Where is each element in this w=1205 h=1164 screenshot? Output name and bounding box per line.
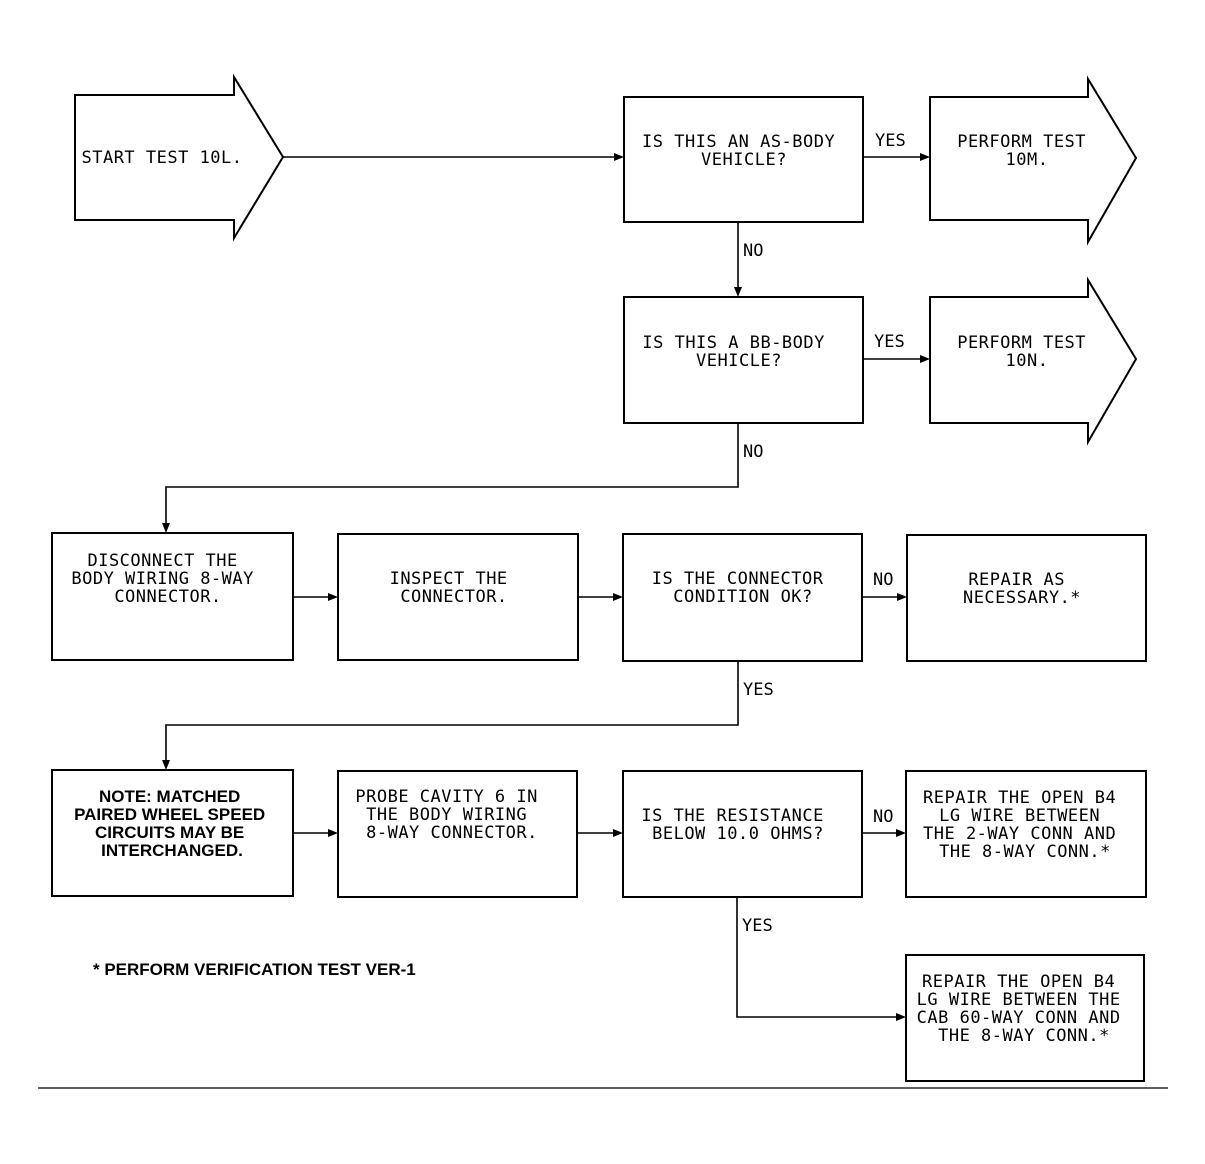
q-as-body-label: IS THIS AN AS-BODY VEHICLE?: [642, 132, 846, 170]
disconnect-box: [51, 532, 294, 661]
edge-label-yes: YES: [743, 680, 774, 700]
repair-2way-box: [905, 770, 1147, 898]
connector-q-connector-yes: [165, 661, 739, 762]
footnote: * PERFORM VERIFICATION TEST VER-1: [93, 960, 416, 979]
disconnect-label: DISCONNECT THE BODY WIRING 8-WAY CONNECT…: [71, 551, 264, 607]
probe-label: PROBE CAVITY 6 IN THE BODY WIRING 8-WAY …: [355, 787, 548, 843]
edge-label-no: NO: [873, 807, 893, 827]
repair-60way-box: [905, 954, 1145, 1082]
shapes: [51, 73, 1147, 1082]
q-resistance-box: [622, 770, 863, 898]
arrowhead: [896, 829, 906, 837]
note-box: [51, 769, 294, 897]
arrowhead: [614, 153, 624, 161]
repair-as-needed-label: REPAIR AS NECESSARY.*: [963, 570, 1081, 608]
edge-label-no: NO: [873, 570, 893, 590]
arrowhead: [613, 593, 623, 601]
arrowhead: [920, 355, 930, 363]
repair-60way-label: REPAIR THE OPEN B4 LG WIRE BETWEEN THE C…: [917, 972, 1132, 1046]
edge-label-yes: YES: [874, 332, 905, 352]
node-texts: START TEST 10L. IS THIS AN AS-BODY VEHIC…: [71, 132, 1132, 1046]
arrowhead: [162, 760, 170, 770]
connector-q-resistance-yes: [736, 897, 898, 1018]
repair-2way-label: REPAIR THE OPEN B4 LG WIRE BETWEEN THE 2…: [923, 788, 1127, 862]
start-arrow-shape: [74, 73, 285, 242]
perform-10n-label: PERFORM TEST 10N.: [957, 333, 1097, 371]
perform-10n-arrow-shape: [929, 276, 1138, 446]
q-connector-box: [622, 533, 863, 662]
edge-labels: YES NO YES NO NO YES NO YES: [742, 131, 906, 936]
start-label: START TEST 10L.: [81, 148, 242, 168]
arrowhead: [897, 593, 907, 601]
arrowhead: [734, 287, 742, 297]
arrowhead: [328, 593, 338, 601]
probe-box: [337, 770, 578, 898]
edge-label-yes: YES: [742, 916, 773, 936]
inspect-box: [337, 533, 579, 661]
q-bb-body-label: IS THIS A BB-BODY VEHICLE?: [642, 333, 835, 371]
arrowhead: [613, 829, 623, 837]
inspect-label: INSPECT THE CONNECTOR.: [390, 569, 519, 607]
arrowhead: [328, 829, 338, 837]
q-as-body-box: [623, 96, 864, 223]
edge-label-no: NO: [743, 241, 763, 261]
perform-10m-arrow-shape: [929, 75, 1138, 246]
repair-as-needed-box: [906, 534, 1147, 662]
arrowhead: [162, 523, 170, 533]
connectors: [162, 153, 930, 1021]
perform-10m-label: PERFORM TEST 10M.: [957, 132, 1097, 170]
q-resistance-label: IS THE RESISTANCE BELOW 10.0 OHMS?: [641, 806, 834, 844]
q-connector-label: IS THE CONNECTOR CONDITION OK?: [652, 569, 835, 607]
edge-label-yes: YES: [875, 131, 906, 151]
q-bb-body-box: [623, 296, 864, 424]
note-label: NOTE: MATCHED PAIRED WHEEL SPEED CIRCUIT…: [74, 787, 270, 860]
edge-label-no: NO: [743, 442, 763, 462]
connector-q-bb-body-no: [165, 423, 739, 525]
arrowhead: [896, 1013, 906, 1021]
arrowhead: [920, 153, 930, 161]
